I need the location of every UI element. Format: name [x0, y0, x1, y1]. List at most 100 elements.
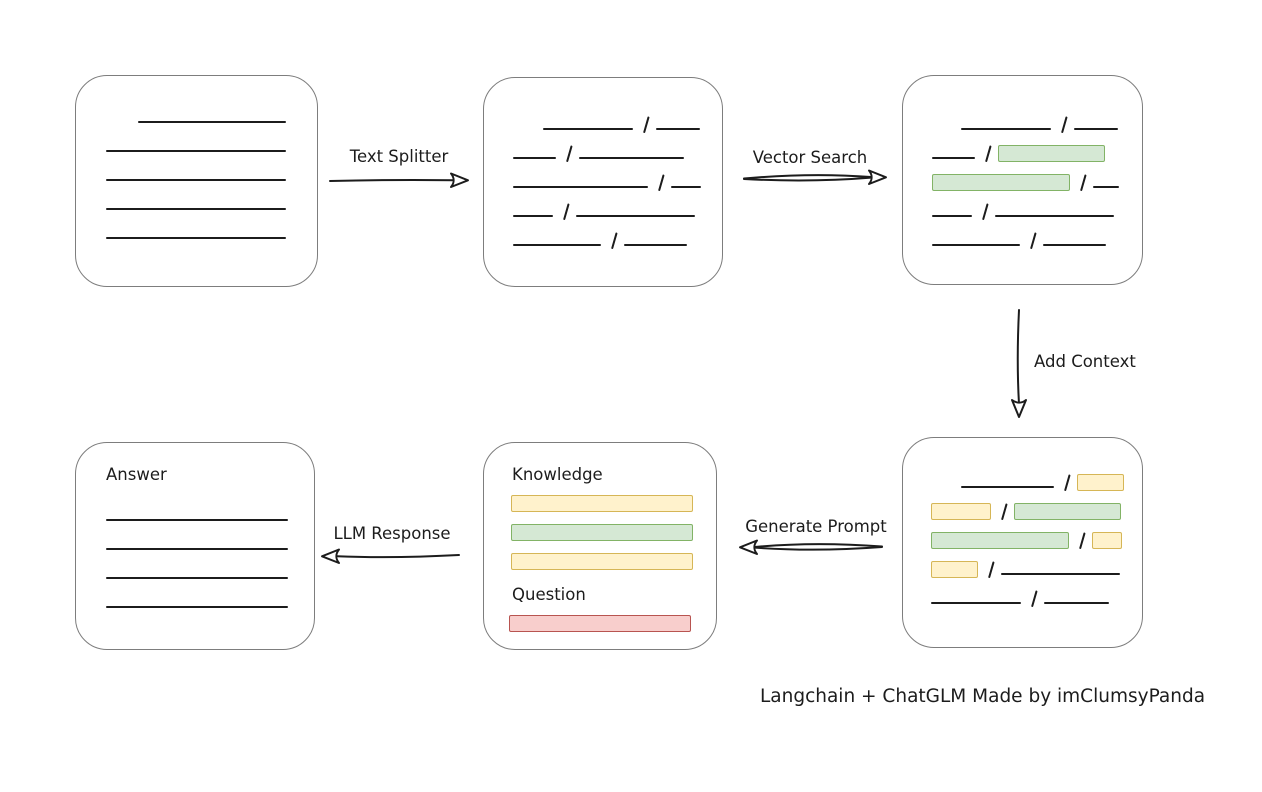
slash-separator [1026, 232, 1037, 249]
chunk-row [903, 521, 1142, 550]
llm-response-arrow [321, 548, 460, 564]
prompt-box: Knowledge Question [483, 442, 717, 650]
answer-box: Answer [75, 442, 315, 650]
chunk-row [76, 214, 317, 243]
answer-lines [76, 496, 314, 612]
chunk-row [76, 98, 317, 127]
chunk-row [903, 550, 1142, 579]
text-line [932, 157, 975, 159]
add-context-arrow [1011, 309, 1027, 418]
red-chunk [509, 615, 691, 632]
green-chunk [931, 532, 1069, 549]
chunk-row [76, 525, 314, 554]
slash-separator [981, 145, 992, 162]
generate-prompt-arrow [739, 539, 883, 555]
text-line [932, 244, 1020, 246]
slash-separator [562, 145, 573, 162]
chunk-row [484, 484, 716, 513]
text-line [138, 121, 286, 123]
text-line [106, 519, 288, 521]
text-splitter-label: Text Splitter [349, 147, 449, 166]
text-line [579, 157, 684, 159]
slash-separator [997, 503, 1008, 520]
credit-caption: Langchain + ChatGLM Made by imClumsyPand… [759, 686, 1206, 707]
chunk-row [903, 134, 1142, 163]
chunk-row [484, 513, 716, 542]
vector-search-arrow [743, 169, 887, 185]
text-line [961, 128, 1051, 130]
slash-separator [1060, 474, 1071, 491]
text-line [1074, 128, 1118, 130]
text-line [576, 215, 695, 217]
chunk-row [484, 105, 722, 134]
text-line [1044, 602, 1109, 604]
vector-search-result-box [902, 75, 1143, 285]
knowledge-bars [484, 484, 716, 571]
text-line [995, 215, 1114, 217]
text-line [671, 186, 701, 188]
slash-separator [1076, 174, 1087, 191]
slash-separator [607, 232, 618, 249]
green-chunk [998, 145, 1105, 162]
text-line [1001, 573, 1120, 575]
yellow-chunk [1077, 474, 1124, 491]
document-lines [76, 76, 317, 243]
slash-separator [639, 116, 650, 133]
green-chunk [511, 524, 693, 541]
chunk-row [903, 492, 1142, 521]
text-line [656, 128, 700, 130]
chunk-row [76, 554, 314, 583]
context-chunks-box [902, 437, 1143, 648]
context-chunk-rows [903, 438, 1142, 608]
question-heading: Question [512, 585, 586, 604]
text-line [106, 150, 286, 152]
green-chunk [1014, 503, 1121, 520]
chunk-row [76, 496, 314, 525]
slash-separator [1075, 532, 1086, 549]
chunk-row [903, 221, 1142, 250]
yellow-chunk [1092, 532, 1122, 549]
chunk-row [903, 163, 1142, 192]
text-line [106, 179, 286, 181]
text-line [931, 602, 1021, 604]
text-line [106, 208, 286, 210]
yellow-chunk [931, 503, 991, 520]
chunk-row [484, 192, 722, 221]
chunk-row [903, 579, 1142, 608]
chunk-row [484, 604, 716, 633]
chunk-row [484, 134, 722, 163]
text-line [513, 244, 601, 246]
text-splitter-arrow [329, 172, 469, 188]
slash-separator [1027, 590, 1038, 607]
text-line [513, 186, 648, 188]
text-line [106, 606, 288, 608]
slash-separator [1057, 116, 1068, 133]
generate-prompt-label: Generate Prompt [745, 517, 887, 536]
text-line [624, 244, 687, 246]
source-document-box [75, 75, 318, 287]
chunk-row [76, 127, 317, 156]
llm-response-label: LLM Response [333, 524, 451, 543]
chunk-row [903, 463, 1142, 492]
chunk-row [484, 542, 716, 571]
text-line [543, 128, 633, 130]
vector-result-rows [903, 76, 1142, 250]
slash-separator [559, 203, 570, 220]
chunk-row [484, 221, 722, 250]
yellow-chunk [511, 495, 693, 512]
split-chunk-rows [484, 78, 722, 250]
text-line [106, 237, 286, 239]
chunk-row [903, 192, 1142, 221]
add-context-label: Add Context [1034, 352, 1136, 371]
vector-search-label: Vector Search [752, 148, 868, 167]
yellow-chunk [931, 561, 978, 578]
text-line [1093, 186, 1119, 188]
answer-heading: Answer [106, 465, 167, 484]
chunk-row [903, 105, 1142, 134]
chunk-row [76, 583, 314, 612]
slash-separator [654, 174, 665, 191]
yellow-chunk [511, 553, 693, 570]
chunk-row [76, 185, 317, 214]
chunk-row [484, 163, 722, 192]
